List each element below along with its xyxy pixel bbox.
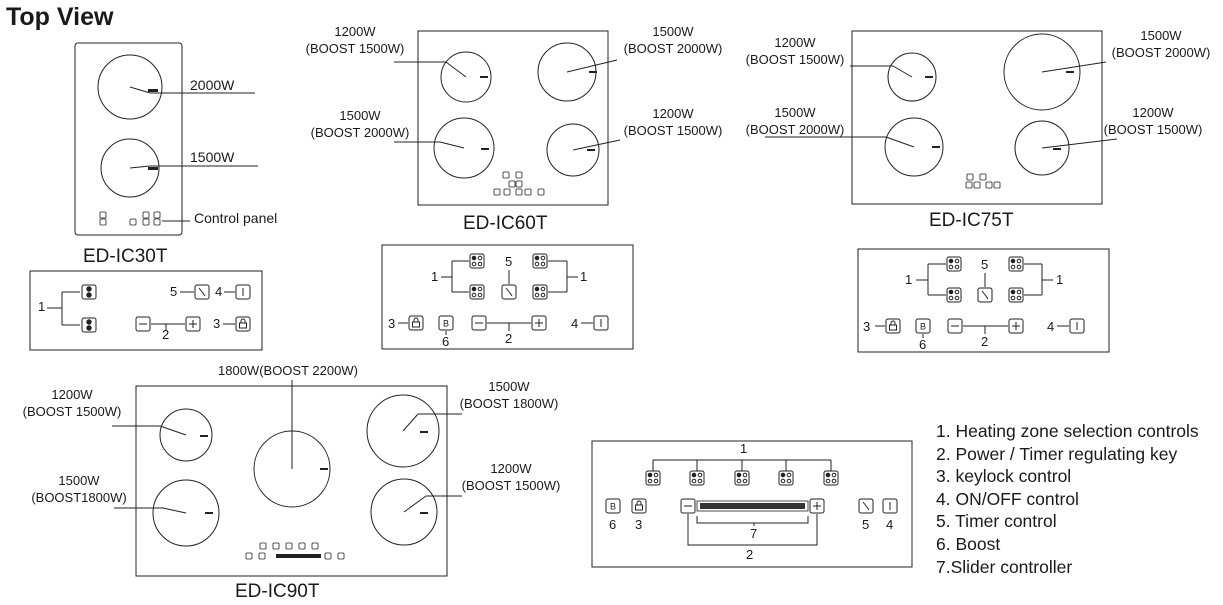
- ic30-zone1-label: 2000W: [190, 77, 235, 93]
- ic30-control-panel-label: Control panel: [194, 210, 278, 226]
- legend-item: 1. Heating zone selection controls: [936, 421, 1199, 441]
- ic30-control-box: [29, 270, 263, 351]
- ic90-zone1-label: 1200W(BOOST 1500W): [22, 387, 122, 419]
- ic60-hob: [394, 30, 621, 206]
- ic75-zone3-label: 1500W(BOOST 2000W): [745, 105, 845, 137]
- ic60-zone1-label: 1200W(BOOST 1500W): [305, 24, 405, 56]
- ic90-model-label: ED-IC90T: [235, 581, 320, 602]
- legend-item: 4. ON/OFF control: [936, 488, 1079, 509]
- ic75-callout-power: 2: [981, 334, 989, 349]
- ic60-callout-timer: 5: [505, 254, 513, 269]
- ic90-callout-slider: 7: [750, 526, 758, 541]
- ic90-callout-power: 2: [746, 547, 754, 562]
- ic60-control-box: [381, 244, 634, 350]
- page-title: Top View: [6, 3, 114, 31]
- ic60-callout-keylock: 3: [388, 316, 396, 331]
- ic75-callout-boost: 6: [919, 337, 927, 352]
- ic75-callout-zone-right: 1: [1056, 272, 1064, 287]
- ic90-callout-zones: 1: [740, 441, 748, 456]
- ic30-model-label: ED-IC30T: [83, 246, 168, 267]
- ic30-zone-top: [97, 54, 163, 120]
- legend-item: 7.Slider controller: [936, 556, 1073, 577]
- ic60-callout-power: 2: [505, 331, 513, 346]
- ic90-zone4-label: 1200W(BOOST 1500W): [461, 461, 561, 493]
- ic30-callout-keylock: 3: [213, 316, 221, 331]
- ic60-callout-zone-left: 1: [431, 269, 439, 284]
- ic30-zone-bottom: [100, 138, 160, 198]
- ic60-callout-boost: 6: [442, 334, 450, 349]
- ic30-hob: [74, 42, 258, 236]
- ic60-callout-zone-right: 1: [580, 269, 588, 284]
- ic90-callout-on-off: 4: [886, 517, 894, 532]
- ic90-control-box: [591, 440, 913, 568]
- ic90-callout-boost: 6: [609, 517, 617, 532]
- ic75-hob: [765, 30, 1118, 205]
- ic75-model-label: ED-IC75T: [929, 210, 1014, 231]
- legend-item: 3. keylock control: [936, 466, 1072, 487]
- ic30-callout-zone: 1: [38, 299, 46, 314]
- ic90-zone2-label: 1500W(BOOST1800W): [31, 473, 127, 505]
- ic30-callout-timer: 5: [170, 284, 178, 299]
- ic30-callout-on-off: 4: [215, 284, 223, 299]
- ic60-zone3-label: 1500W(BOOST 2000W): [310, 108, 410, 140]
- ic90-center-zone-label: 1800W(BOOST 2200W): [218, 363, 358, 378]
- ic60-zone4-label: 1200W(BOOST 1500W): [623, 106, 723, 138]
- ic75-zone1-label: 1200W(BOOST 1500W): [745, 35, 845, 67]
- ic60-model-label: ED-IC60T: [463, 213, 548, 234]
- ic90-callout-keylock: 3: [635, 517, 643, 532]
- ic75-callout-zone-left: 1: [905, 272, 913, 287]
- ic90-zone3-label: 1500W(BOOST 1800W): [459, 379, 559, 411]
- ic60-callout-on-off: 4: [571, 316, 579, 331]
- ic75-callout-keylock: 3: [863, 319, 871, 334]
- ic60-zone2-label: 1500W(BOOST 2000W): [623, 24, 723, 56]
- legend: 1. Heating zone selection controls 2. Po…: [936, 420, 1199, 578]
- ic75-zone2-label: 1500W(BOOST 2000W): [1111, 28, 1211, 60]
- legend-item: 5. Timer control: [936, 511, 1057, 532]
- legend-item: 6. Boost: [936, 533, 1001, 554]
- ic30-zone2-label: 1500W: [190, 149, 235, 165]
- ic75-zone4-label: 1200W(BOOST 1500W): [1103, 105, 1203, 137]
- ic30-callout-power: 2: [162, 327, 170, 342]
- ic90-callout-timer: 5: [862, 517, 870, 532]
- ic75-control-box: [857, 248, 1110, 353]
- ic90-hob: [112, 380, 462, 577]
- ic75-callout-timer: 5: [981, 257, 989, 272]
- ic75-callout-on-off: 4: [1047, 319, 1055, 334]
- legend-item: 2. Power / Timer regulating key: [936, 443, 1178, 464]
